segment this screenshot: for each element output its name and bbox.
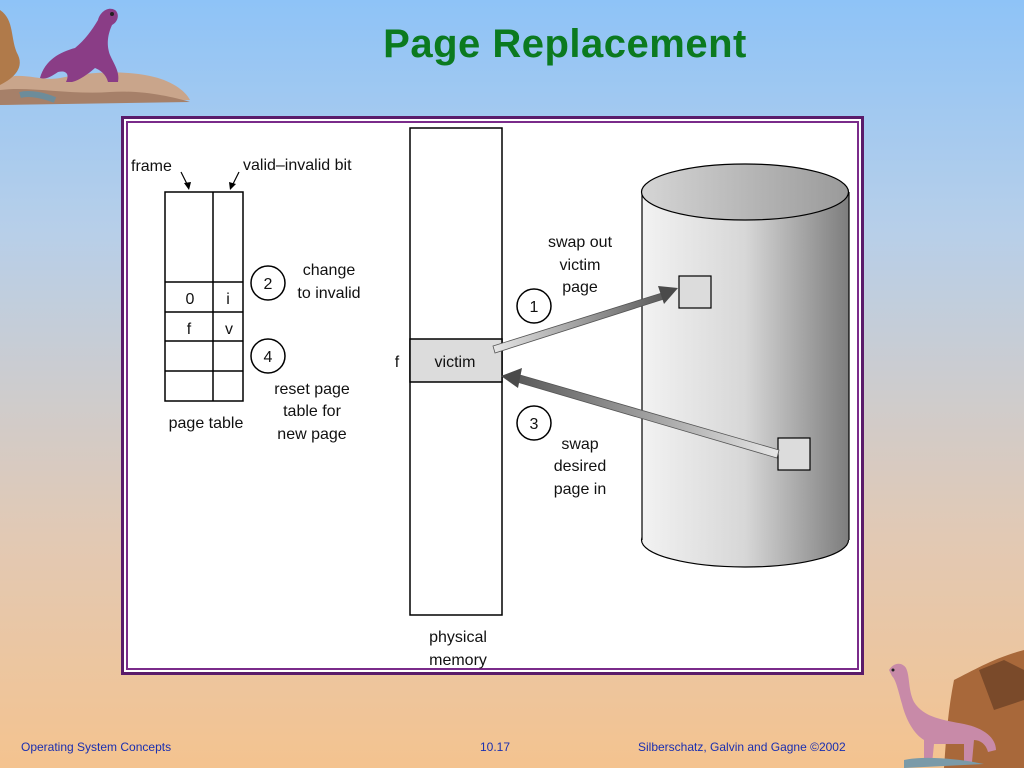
- step-4-number: 4: [264, 349, 273, 366]
- page-table-frame-cell-0: 0: [186, 291, 195, 308]
- step-2-circle: [250, 265, 286, 301]
- desired-page-block: [777, 437, 811, 471]
- victim-label: victim: [435, 354, 476, 371]
- victim-frame: [409, 338, 503, 383]
- step-3-text-line-1: swap: [561, 436, 598, 453]
- page-table-caption: page table: [169, 415, 244, 432]
- step-4-text-line-2: table for: [283, 403, 341, 420]
- swap-in-arrow: [501, 368, 780, 459]
- step-3-text-line-3: page in: [554, 481, 607, 498]
- page-table-frame-cell-1: f: [187, 321, 192, 338]
- step-1-text-line-3: page: [562, 279, 598, 296]
- step-4-text-line-3: new page: [277, 426, 346, 443]
- page-table-bit-cell-1: v: [225, 321, 233, 338]
- step-1-circle: [516, 288, 552, 324]
- backing-store-disk: [640, 163, 850, 568]
- step-3-circle: [516, 405, 552, 441]
- footer-course-title: Operating System Concepts: [21, 740, 172, 754]
- page-table-bit-cell-0: i: [226, 291, 230, 308]
- step-2-text-line-2: to invalid: [297, 285, 360, 302]
- swap-out-arrow: [492, 286, 678, 354]
- dinosaur-clipart-bottom-right: [889, 650, 1024, 768]
- step-4-circle: [250, 338, 286, 374]
- memory-caption-line-1: physical: [429, 629, 487, 646]
- frame-pointer-arrow: [180, 171, 191, 190]
- footer-copyright: Silberschatz, Galvin and Gagne ©2002: [638, 740, 846, 754]
- step-3-number: 3: [530, 416, 539, 433]
- step-2-text-line-1: change: [303, 262, 356, 279]
- dinosaur-clipart-top-left: [0, 8, 190, 105]
- step-2-number: 2: [264, 276, 273, 293]
- swapped-out-page-block: [678, 275, 712, 309]
- step-1-text-line-2: victim: [560, 257, 601, 274]
- step-1-text-line-1: swap out: [548, 234, 613, 251]
- step-4-text-line-1: reset page: [274, 381, 350, 398]
- footer-slide-number: 10.17: [480, 740, 511, 754]
- frame-label: frame: [131, 158, 172, 175]
- valid-bit-pointer-arrow: [229, 171, 240, 190]
- valid-invalid-bit-label: valid–invalid bit: [243, 157, 352, 174]
- memory-frame-label: f: [395, 354, 400, 371]
- step-1-number: 1: [530, 299, 539, 316]
- page-table: [164, 191, 244, 402]
- memory-caption-line-2: memory: [429, 652, 487, 669]
- step-3-text-line-2: desired: [554, 458, 606, 475]
- slide-title: Page Replacement: [383, 22, 747, 66]
